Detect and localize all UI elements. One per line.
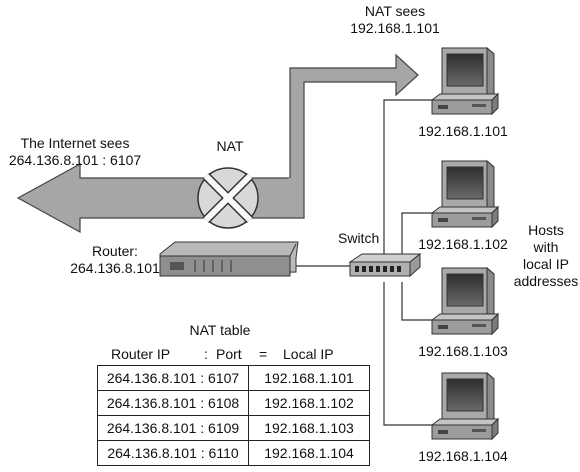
- header-port: Port: [216, 346, 242, 362]
- switch-label: Switch: [338, 230, 380, 246]
- host-computer-1: [430, 46, 500, 116]
- switch-device: [348, 252, 422, 278]
- nat-sees-ip: 192.168.1.101: [350, 20, 440, 36]
- router-cell: 264.136.8.101 : 6107: [97, 365, 249, 391]
- local-ip-cell: 192.168.1.102: [248, 390, 370, 416]
- nat-label: NAT: [216, 138, 244, 154]
- network-cables: [296, 99, 440, 426]
- hosts-line-1: Hosts: [528, 222, 564, 238]
- local-ip-cell: 192.168.1.101: [248, 365, 370, 391]
- hosts-line-4: addresses: [513, 273, 579, 289]
- header-local-ip: Local IP: [283, 346, 334, 362]
- table-row: 264.136.8.101 : 6110 192.168.1.104: [97, 440, 370, 466]
- host-computer-4: [430, 371, 500, 441]
- host-ip-label-4: 192.168.1.104: [418, 448, 508, 464]
- router-cell: 264.136.8.101 : 6110: [97, 440, 249, 466]
- nat-symbol: [197, 167, 259, 229]
- internet-sees-heading: The Internet sees: [20, 135, 130, 151]
- nat-sees-heading: NAT sees: [364, 3, 426, 19]
- router-heading: Router:: [92, 243, 138, 259]
- host-computer-3: [430, 266, 500, 336]
- hosts-line-2: with: [533, 239, 559, 255]
- header-equals: =: [259, 346, 268, 362]
- router-cell: 264.136.8.101 : 6109: [97, 415, 249, 441]
- router-device: [159, 241, 299, 277]
- host-computer-2: [430, 159, 500, 229]
- hosts-line-3: local IP: [523, 256, 569, 272]
- header-colon: :: [204, 346, 208, 362]
- table-row: 264.136.8.101 : 6109 192.168.1.103: [97, 415, 370, 441]
- internet-sees-address: 264.136.8.101 : 6107: [8, 152, 142, 168]
- nat-flow-arrow: [16, 53, 419, 234]
- table-row: 264.136.8.101 : 6107 192.168.1.101: [97, 365, 370, 391]
- host-ip-label-1: 192.168.1.101: [418, 123, 508, 139]
- router-label: Router: 264.136.8.101: [70, 243, 160, 277]
- nat-table-title: NAT table: [189, 322, 251, 338]
- nat-table: 264.136.8.101 : 6107 192.168.1.101 264.1…: [97, 365, 370, 466]
- router-cell: 264.136.8.101 : 6108: [97, 390, 249, 416]
- local-ip-cell: 192.168.1.104: [248, 440, 370, 466]
- hosts-label: Hosts with local IP addresses: [512, 222, 580, 290]
- header-router-ip: Router IP: [111, 346, 171, 362]
- local-ip-cell: 192.168.1.103: [248, 415, 370, 441]
- host-ip-label-3: 192.168.1.103: [418, 343, 508, 359]
- host-ip-label-2: 192.168.1.102: [418, 236, 508, 252]
- router-ip: 264.136.8.101: [70, 260, 160, 276]
- table-row: 264.136.8.101 : 6108 192.168.1.102: [97, 390, 370, 416]
- nat-sees-label: NAT sees 192.168.1.101: [340, 3, 450, 37]
- internet-sees-label: The Internet sees 264.136.8.101 : 6107: [0, 135, 150, 169]
